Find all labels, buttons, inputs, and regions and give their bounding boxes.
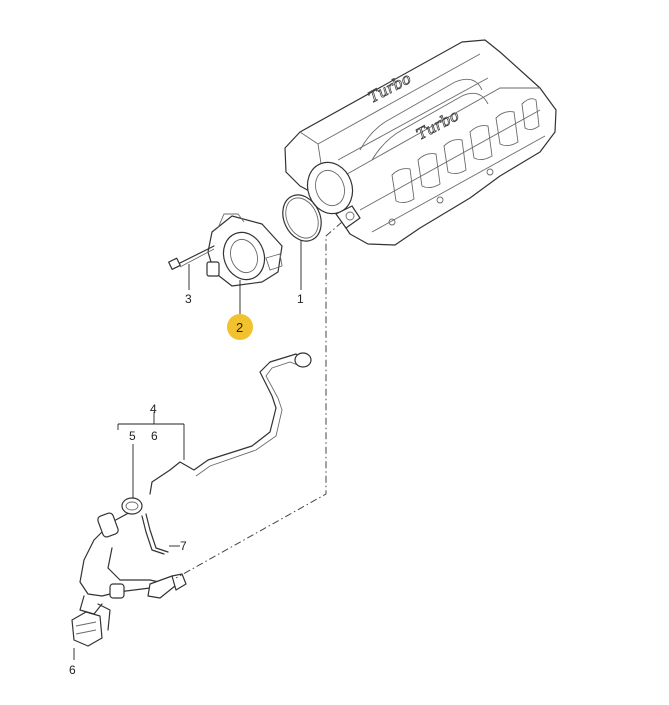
callout-1[interactable]: 1 (297, 292, 304, 306)
callout-2[interactable]: 2 (236, 320, 243, 335)
holder-bracket[interactable] (71, 603, 111, 647)
callout-6-bottom[interactable]: 6 (69, 663, 76, 677)
leader-lines (73, 240, 302, 660)
bolt[interactable] (168, 245, 215, 270)
highlight-circle (227, 314, 253, 340)
callout-3[interactable]: 3 (185, 292, 192, 306)
support-bracket[interactable] (141, 513, 169, 555)
throttle-body[interactable] (206, 213, 283, 287)
intake-manifold: Turbo Turbo (284, 39, 557, 246)
callout-6-top[interactable]: 6 (151, 429, 158, 443)
vacuum-line-assembly[interactable] (79, 352, 312, 615)
reference-line (175, 221, 343, 579)
callout-5[interactable]: 5 (129, 429, 136, 443)
callout-2-highlight[interactable]: 2 (227, 314, 253, 340)
hose-clamp[interactable] (121, 497, 143, 515)
callout-4[interactable]: 4 (150, 402, 157, 416)
callout-7[interactable]: 7 (180, 539, 187, 553)
gasket-ring[interactable] (276, 189, 329, 248)
